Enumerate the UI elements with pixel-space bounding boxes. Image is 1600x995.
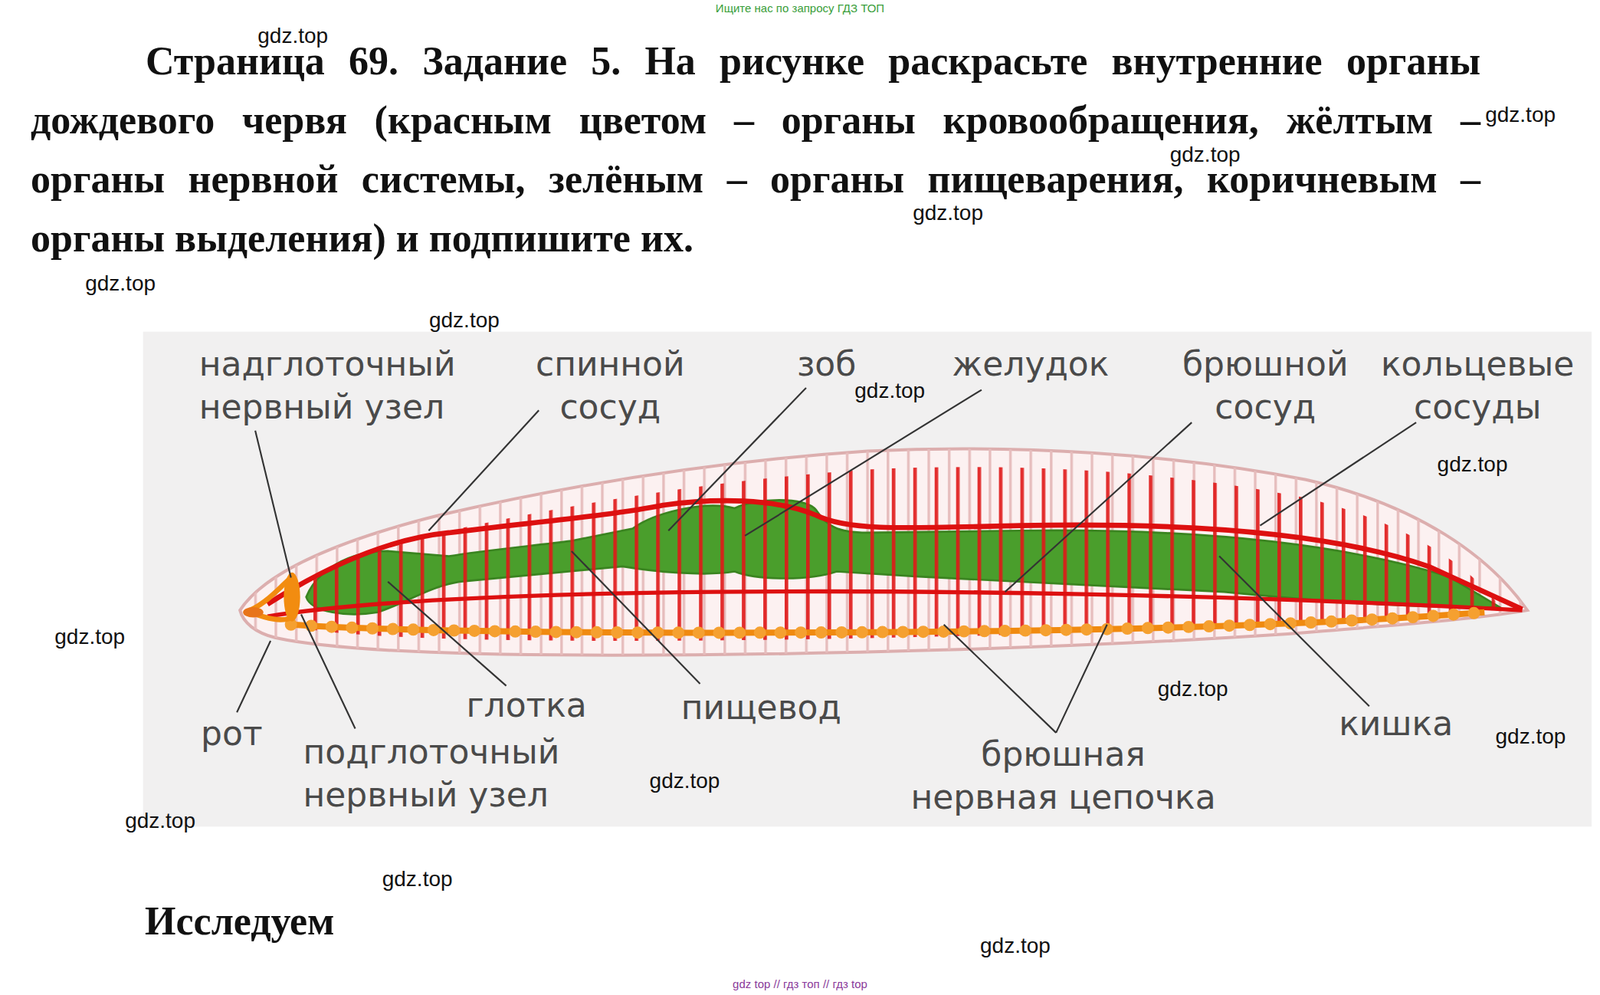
watermark: gdz.top	[980, 933, 1051, 958]
watermark: gdz.top	[54, 624, 125, 650]
watermark: gdz.top	[1485, 102, 1556, 128]
figure-ground	[143, 331, 1592, 827]
part-label: зоб	[796, 342, 856, 386]
part-label: кольцевые сосуды	[1379, 342, 1577, 429]
watermark: gdz.top	[382, 866, 453, 892]
watermark: gdz.top	[1170, 142, 1241, 168]
leader-lines	[236, 387, 1417, 733]
watermark: gdz.top	[1495, 724, 1567, 749]
task-heading: Страница 69. Задание 5. На рисунке раскр…	[30, 31, 1481, 268]
site-notice: Ищите нас по запросу ГДЗ ТОП	[715, 1, 885, 16]
part-label: глотка	[465, 683, 587, 727]
watermark: gdz.top	[124, 808, 196, 833]
part-label: рот	[200, 711, 263, 755]
watermark: gdz.top	[1157, 676, 1229, 702]
watermark: gdz.top	[257, 23, 328, 49]
watermark: gdz.top	[912, 200, 984, 226]
part-label: подглоточный нервный узел	[302, 730, 563, 817]
watermark: gdz.top	[854, 378, 925, 404]
watermark: gdz.top	[429, 308, 500, 333]
part-label: желудок	[952, 342, 1110, 386]
part-label: пищевод	[681, 685, 842, 729]
site-footer: gdz top // гдз топ // гдз top	[732, 977, 868, 991]
watermark: gdz.top	[649, 768, 721, 794]
part-label: надглоточный нервный узел	[199, 342, 460, 429]
part-label: брюшная нервная цепочка	[908, 732, 1218, 819]
watermark: gdz.top	[1437, 452, 1509, 477]
mouth	[242, 606, 264, 617]
part-label: кишка	[1338, 701, 1453, 745]
part-label: брюшной сосуд	[1180, 342, 1351, 429]
watermark: gdz.top	[85, 271, 156, 296]
section-heading: Исследуем	[144, 898, 335, 945]
ventral-vessel	[267, 591, 1522, 617]
worm-body	[234, 438, 1531, 663]
part-label: спинной сосуд	[534, 342, 687, 429]
